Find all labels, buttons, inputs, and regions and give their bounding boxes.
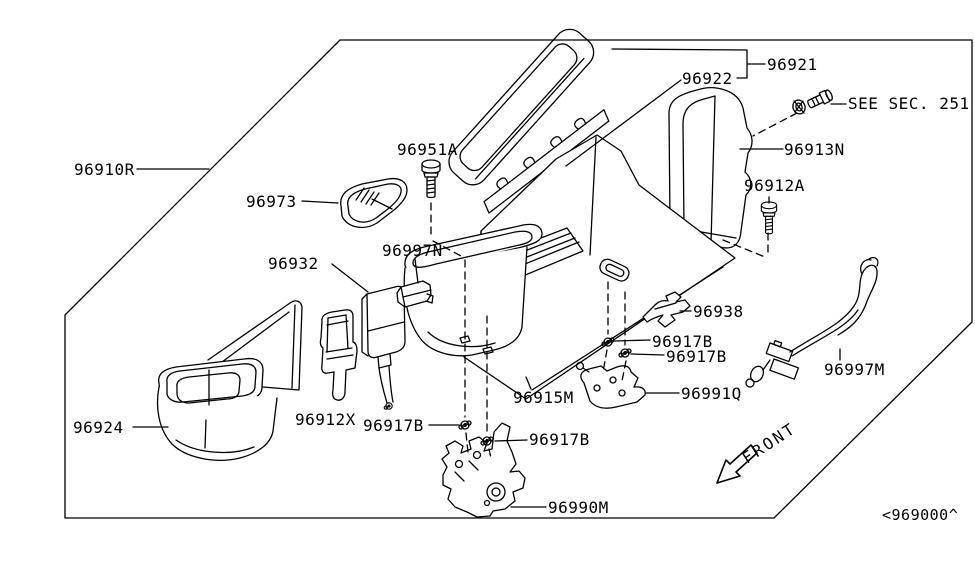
part-pocket-panel (361, 285, 406, 404)
bolt-96912A (760, 201, 778, 235)
part-label-96917B-3: 96917B (363, 416, 424, 435)
see-section-note: SEE SEC. 251 (848, 94, 970, 113)
part-label-96917B-4: 96917B (529, 430, 590, 449)
bolt-96951A (421, 159, 441, 199)
part-label-96912X: 96912X (295, 410, 356, 429)
part-lid-frame (448, 28, 595, 186)
part-label-96922: 96922 (682, 69, 733, 88)
part-label-96932: 96932 (268, 254, 319, 273)
part-lid-small (340, 177, 408, 229)
nut-96917B-3 (601, 337, 615, 347)
nut-96917B-4 (618, 348, 632, 358)
part-lid-lock (396, 280, 434, 308)
diagram-border (64, 39, 973, 519)
part-label-96973: 96973 (246, 192, 297, 211)
part-label-96917B-1: 96917B (652, 332, 713, 351)
part-label-96921: 96921 (767, 55, 818, 74)
part-hook (642, 291, 691, 328)
leader-lines (132, 48, 847, 508)
part-label-96997M: 96997M (824, 360, 885, 379)
part-label-96997N: 96997N (382, 241, 443, 260)
part-screw-grommet (792, 89, 833, 115)
part-rear-finisher (668, 87, 753, 255)
nut-96917B-2 (480, 436, 494, 446)
part-bracket-rear (575, 361, 646, 409)
part-label-96991Q: 96991Q (681, 384, 742, 403)
part-label-96912A: 96912A (744, 176, 805, 195)
part-console-bin (403, 223, 543, 357)
part-label-96910R: 96910R (74, 160, 135, 179)
part-cup-holder (156, 300, 303, 461)
part-label-96915M: 96915M (513, 388, 574, 407)
part-label-96917B-2: 96917B (666, 347, 727, 366)
part-label-96990M: 96990M (548, 498, 609, 517)
part-label-96913N: 96913N (784, 140, 845, 159)
nut-96917B-1 (458, 420, 472, 430)
part-bracket-front (441, 422, 526, 518)
strap-end-clip (383, 402, 393, 410)
assembly-dashed-lines (430, 112, 798, 459)
part-bracket-frame (319, 309, 358, 401)
diagram-code: <969000^ (882, 506, 959, 524)
part-label-96951A: 96951A (397, 140, 458, 159)
part-harness (745, 256, 879, 388)
part-label-96938: 96938 (693, 302, 744, 321)
front-arrow (716, 444, 758, 484)
console-strap (599, 258, 630, 282)
part-label-96924: 96924 (73, 418, 124, 437)
